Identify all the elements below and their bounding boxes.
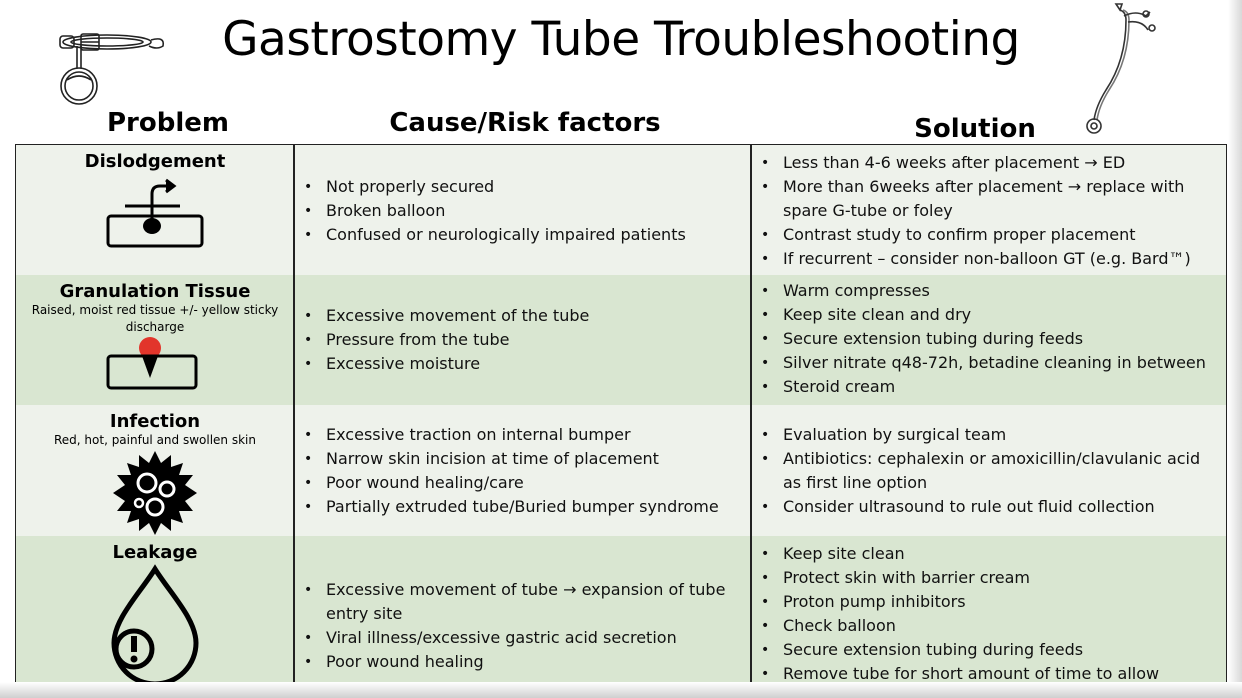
germ-icon — [113, 451, 197, 535]
cause-item: Excessive movement of tube → expansion o… — [296, 578, 751, 626]
cause-item: Not properly secured — [296, 175, 751, 199]
cause-item: Poor wound healing/care — [296, 471, 751, 495]
solution-item: Steroid cream — [753, 375, 1223, 399]
solution-item: Warm compresses — [753, 279, 1223, 303]
page-shadow-right — [1228, 0, 1242, 698]
column-divider — [750, 145, 752, 685]
table-row: Granulation Tissue Raised, moist red tis… — [16, 275, 1226, 405]
solution-item: Evaluation by surgical team — [753, 423, 1223, 447]
solution-item: Check balloon — [753, 614, 1223, 638]
solution-item: Keep site clean — [753, 542, 1223, 566]
solution-item: Contrast study to confirm proper placeme… — [753, 223, 1223, 247]
cause-item: Pressure from the tube — [296, 328, 751, 352]
solution-item: Less than 4-6 weeks after placement → ED — [753, 151, 1223, 175]
solution-item: Secure extension tubing during feeds — [753, 638, 1223, 662]
gtube-device-icon — [59, 33, 165, 105]
page-title: Gastrostomy Tube Troubleshooting — [222, 12, 1020, 67]
dislodged-tube-icon — [106, 178, 204, 248]
solution-item: Consider ultrasound to rule out fluid co… — [753, 495, 1223, 519]
solution-item: Silver nitrate q48-72h, betadine cleanin… — [753, 351, 1223, 375]
cause-cell: Excessive movement of the tube Pressure … — [296, 304, 751, 376]
page-shadow-bottom — [0, 682, 1242, 698]
solution-cell: Evaluation by surgical team Antibiotics:… — [753, 423, 1223, 519]
problem-cell: Infection Red, hot, painful and swollen … — [16, 405, 294, 537]
cause-item: Excessive moisture — [296, 352, 751, 376]
solution-item: More than 6weeks after placement → repla… — [753, 175, 1223, 223]
troubleshooting-table: Dislodgement Not properly secured Broken — [15, 144, 1227, 685]
solution-item: Secure extension tubing during feeds — [753, 327, 1223, 351]
solution-item: Keep site clean and dry — [753, 303, 1223, 327]
problem-cell: Dislodgement — [16, 145, 294, 252]
problem-name: Leakage — [112, 542, 198, 563]
header-problem: Problem — [107, 108, 229, 138]
solution-cell: Keep site clean Protect skin with barrie… — [753, 542, 1223, 685]
granulation-tissue-icon — [106, 337, 198, 390]
problem-name: Infection — [109, 411, 201, 432]
cause-item: Viral illness/excessive gastric acid sec… — [296, 626, 751, 650]
table-row: Leakage Excessive movement of tube → exp… — [16, 536, 1226, 685]
cause-cell: Not properly secured Broken balloon Conf… — [296, 175, 751, 247]
solution-cell: Less than 4-6 weeks after placement → ED… — [753, 151, 1223, 271]
cause-item: Excessive traction on internal bumper — [296, 423, 751, 447]
solution-item: Protect skin with barrier cream — [753, 566, 1223, 590]
gtube-tube-icon — [1086, 3, 1156, 134]
problem-name: Granulation Tissue — [59, 281, 251, 302]
droplet-alert-icon — [111, 564, 199, 683]
table-row: Infection Red, hot, painful and swollen … — [16, 405, 1226, 536]
table-row: Dislodgement Not properly secured Broken — [16, 145, 1226, 275]
cause-cell: Excessive movement of tube → expansion o… — [296, 578, 751, 674]
problem-name: Dislodgement — [84, 151, 226, 172]
problem-description: Red, hot, painful and swollen skin — [53, 433, 256, 447]
cause-item: Broken balloon — [296, 199, 751, 223]
solution-cell: Warm compresses Keep site clean and dry … — [753, 279, 1223, 399]
cause-item: Narrow skin incision at time of placemen… — [296, 447, 751, 471]
problem-cell: Leakage — [16, 536, 294, 683]
solution-item: Proton pump inhibitors — [753, 590, 1223, 614]
column-divider — [293, 145, 295, 685]
cause-cell: Excessive traction on internal bumper Na… — [296, 423, 751, 519]
cause-item: Partially extruded tube/Buried bumper sy… — [296, 495, 751, 519]
header-cause: Cause/Risk factors — [389, 108, 661, 138]
solution-item: Remove tube for short amount of time to … — [753, 662, 1223, 685]
solution-item: If recurrent – consider non-balloon GT (… — [753, 247, 1223, 271]
cause-item: Excessive movement of the tube — [296, 304, 751, 328]
header-solution: Solution — [914, 114, 1036, 144]
cause-item: Confused or neurologically impaired pati… — [296, 223, 751, 247]
solution-item: Antibiotics: cephalexin or amoxicillin/c… — [753, 447, 1223, 495]
cause-item: Poor wound healing — [296, 650, 751, 674]
problem-cell: Granulation Tissue Raised, moist red tis… — [16, 275, 294, 392]
problem-description: Raised, moist red tissue +/- yellow stic… — [31, 303, 279, 334]
